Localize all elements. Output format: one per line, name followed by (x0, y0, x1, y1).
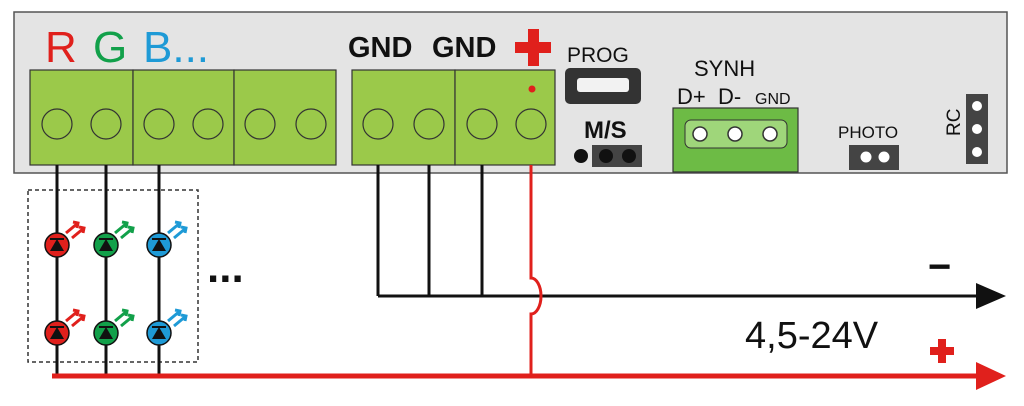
light-arrows (65, 220, 188, 328)
label-gnd-2: GND (432, 32, 496, 64)
label-r: R (45, 23, 77, 72)
label-synh-gnd: GND (755, 91, 791, 108)
rc-connector[interactable] (966, 94, 988, 164)
voltage-label: 4,5-24V (745, 315, 879, 357)
rgb-terminal-block (29, 69, 337, 166)
label-synh: SYNH (694, 56, 755, 81)
label-b: B... (143, 23, 209, 72)
usb-port-icon[interactable] (565, 68, 641, 104)
led-icon (93, 232, 119, 258)
label-ms: M/S (584, 117, 627, 144)
plus-wire (529, 165, 543, 376)
led-group-box (27, 189, 199, 363)
led-icon (146, 320, 172, 346)
photo-connector[interactable] (849, 145, 899, 170)
label-photo: PHOTO (838, 123, 898, 142)
plus-icon (515, 29, 551, 66)
label-dminus: D- (718, 84, 741, 109)
label-rc: RC (944, 109, 965, 136)
led-ellipsis: ... (207, 243, 244, 292)
synh-connector[interactable] (672, 107, 799, 173)
arrow-icon (976, 362, 1006, 390)
led-icon (44, 232, 70, 258)
polarity-dot (528, 85, 536, 93)
label-g: G (93, 23, 127, 72)
power-terminal-block (351, 69, 556, 166)
led-icon (146, 232, 172, 258)
led-icon (93, 320, 119, 346)
label-gnd-1: GND (348, 32, 412, 64)
minus-symbol: − (928, 245, 951, 289)
plus-icon (930, 339, 954, 363)
arrow-icon (976, 283, 1006, 309)
label-dplus: D+ (677, 84, 706, 109)
ms-jumper[interactable] (574, 145, 642, 167)
gnd-wires (376, 165, 978, 298)
led-icon (44, 320, 70, 346)
label-prog: PROG (567, 44, 629, 67)
